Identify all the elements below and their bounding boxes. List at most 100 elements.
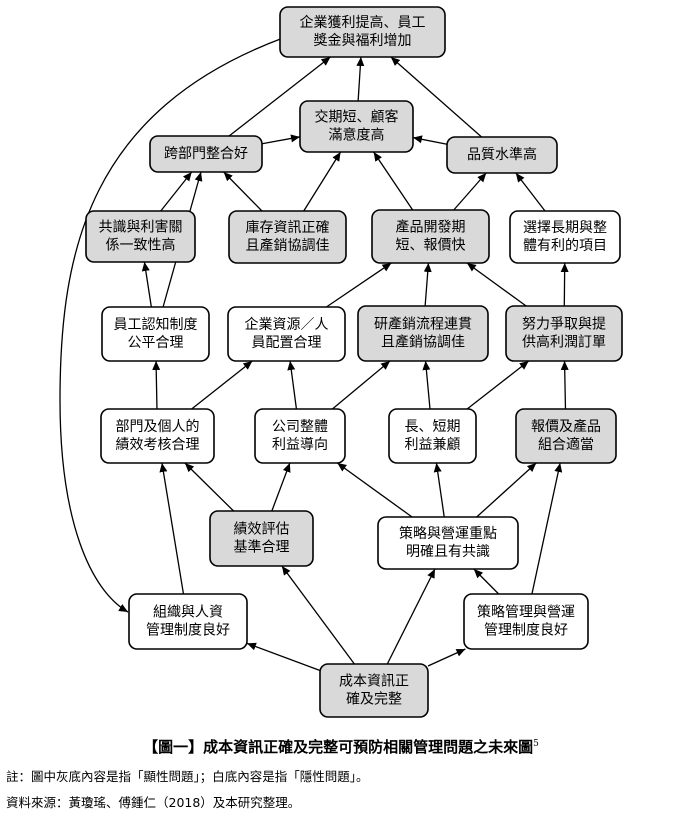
- node-box: [254, 408, 346, 464]
- edge-org-perf_eval: [159, 462, 185, 595]
- node-label-line: 體有利的項目: [523, 238, 607, 254]
- edge-info-kpi: [281, 565, 355, 665]
- node-label-line: 且產銷協調佳: [246, 237, 330, 254]
- edge-company_profit-resources: [287, 360, 298, 410]
- node-box: [357, 305, 489, 362]
- edge-strat_mgmt-quote_mix: [531, 462, 563, 595]
- node-label-line: 滿意度高: [329, 126, 385, 143]
- node-label-line: 公平合理: [128, 335, 184, 351]
- edge-strategy-company_profit: [336, 462, 413, 518]
- edge-consensus-cross_dept: [160, 171, 193, 212]
- edge-perf_eval-resources: [191, 360, 253, 410]
- node-label-line: 跨部門整合好: [164, 146, 248, 162]
- node-box: [388, 408, 477, 464]
- source-note: 資料來源：黃瓊瑤、傅鍾仁（2018）及本研究整理。: [6, 795, 301, 810]
- edge-recognition-consensus: [141, 261, 152, 308]
- edge-product_dev-quality: [453, 172, 487, 211]
- caption-superscript: 5: [533, 739, 539, 749]
- node-label-line: 績效評估: [234, 521, 290, 537]
- caption-text: 【圖一】成本資訊正確及完整可預防相關管理問題之未來圖: [143, 738, 534, 756]
- node-label-line: 且產銷協調佳: [381, 333, 465, 350]
- node-label-line: 交期短、顧客: [315, 108, 399, 125]
- node-label-line: 企業獲利提高、員工: [300, 14, 426, 31]
- node-label-line: 品質水準高: [467, 146, 537, 163]
- node-box: [505, 305, 623, 362]
- node-box: [319, 663, 429, 718]
- node-label-line: 努力爭取與提: [522, 316, 606, 332]
- edge-info-strat_mgmt: [427, 648, 466, 667]
- edge-long_term-quality: [515, 172, 546, 212]
- figure-caption: 【圖一】成本資訊正確及完整可預防相關管理問題之未來圖5: [0, 736, 682, 757]
- node-box: [371, 209, 490, 264]
- node-label-line: 管理制度良好: [146, 622, 230, 638]
- node-quality: 品質水準高: [446, 136, 558, 174]
- node-label-line: 成本資訊正: [339, 673, 409, 689]
- edge-inventory-satisfaction: [303, 151, 342, 212]
- edge-inventory-cross_dept: [223, 171, 263, 212]
- edge-quality-satisfaction: [412, 135, 448, 145]
- edge-org-profit: [59, 37, 284, 613]
- node-label-line: 長、短期: [405, 419, 461, 435]
- node-label-line: 明確且有共識: [406, 544, 490, 560]
- node-label-line: 公司整體: [272, 419, 328, 435]
- edge-long_short-pricing: [466, 360, 530, 410]
- node-label-line: 管理制度良好: [484, 622, 568, 638]
- edge-rd_flow-product_dev: [423, 262, 432, 307]
- edge-product_dev-satisfaction: [373, 151, 414, 211]
- node-label-line: 係一致性高: [106, 236, 176, 253]
- edge-kpi-company_profit: [271, 462, 291, 512]
- edge-info-org: [246, 642, 321, 672]
- future-reality-tree-diagram: 企業獲利提高、員工獎金與福利增加交期短、顧客滿意度高跨部門整合好品質水準高共識與…: [59, 6, 623, 718]
- node-box: [85, 210, 196, 263]
- node-box: [299, 100, 414, 153]
- node-box: [100, 408, 215, 464]
- node-label-line: 選擇長期與整: [523, 220, 607, 236]
- node-label-line: 獎金與福利增加: [314, 33, 412, 49]
- edge-company_profit-rd_flow: [331, 360, 391, 410]
- node-label-line: 基準合理: [234, 538, 290, 555]
- edge-resources-product_dev: [326, 262, 392, 308]
- node-box: [377, 516, 519, 570]
- node-label-line: 策略與營運重點: [399, 525, 497, 542]
- node-box: [101, 306, 210, 362]
- node-label-line: 共識與利害關: [99, 219, 183, 235]
- node-label-line: 利益兼顧: [405, 437, 461, 453]
- node-label-line: 利益導向: [272, 437, 328, 453]
- node-box: [128, 593, 248, 650]
- edge-strategy-long_short: [433, 462, 445, 518]
- edge-strat_mgmt-strategy: [473, 568, 500, 595]
- node-cross_dept: 跨部門整合好: [149, 135, 263, 173]
- node-info: 成本資訊正確及完整: [319, 663, 429, 718]
- node-label-line: 組合適當: [538, 436, 594, 453]
- node-label-line: 員配置合理: [252, 335, 322, 351]
- node-box: [149, 135, 263, 173]
- edge-cross_dept-profit: [228, 56, 331, 137]
- node-box: [279, 6, 446, 58]
- edge-pricing-product_dev: [466, 262, 527, 307]
- edge-cross_dept-satisfaction: [261, 134, 301, 145]
- edge-quality-profit: [390, 56, 483, 138]
- node-label-line: 員工認知制度: [114, 316, 198, 333]
- node-label-line: 績效考核合理: [116, 437, 200, 453]
- nodes: 企業獲利提高、員工獎金與福利增加交期短、顧客滿意度高跨部門整合好品質水準高共識與…: [85, 6, 623, 718]
- node-label-line: 報價及產品: [531, 418, 601, 435]
- node-box: [228, 210, 347, 264]
- node-label-line: 部門及個人的: [116, 419, 200, 435]
- edge-kpi-perf_eval: [184, 462, 235, 512]
